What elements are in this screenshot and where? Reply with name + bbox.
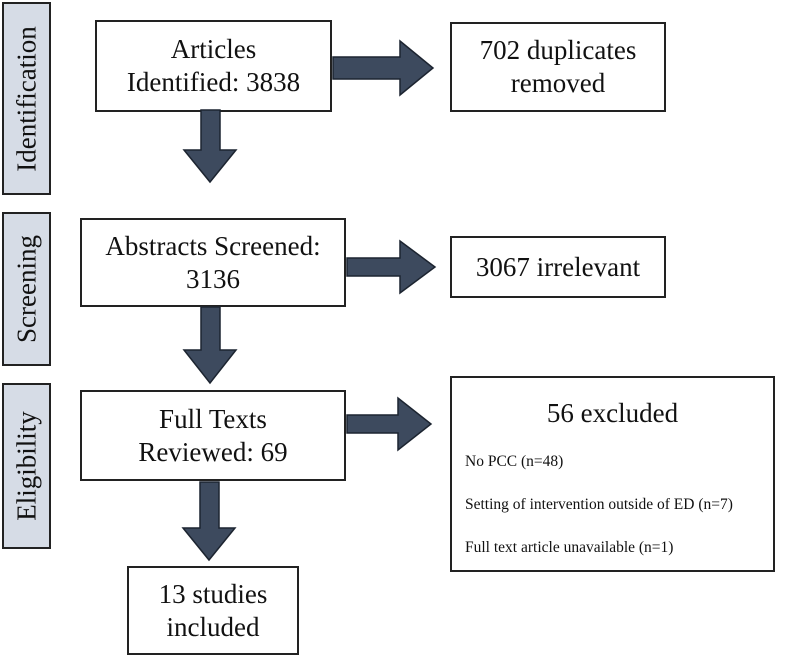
abstracts-screened-text: Abstracts Screened: 3136	[105, 230, 321, 294]
full-texts-reviewed-text: Full Texts Reviewed: 69	[138, 403, 288, 467]
box-full-texts-reviewed: Full Texts Reviewed: 69	[80, 390, 346, 481]
excluded-reason: Full text article unavailable (n=1)	[465, 539, 674, 556]
arrow-identified-to-duplicates	[332, 39, 435, 97]
arrow-identified-to-screened	[182, 109, 238, 184]
box-articles-identified: Articles Identified: 3838	[95, 20, 332, 112]
excluded-reason: No PCC (n=48)	[465, 453, 564, 470]
box-excluded: 56 excluded No PCC (n=48) Setting of int…	[450, 376, 775, 572]
duplicates-removed-text: 702 duplicates removed	[479, 35, 637, 98]
articles-identified-text: Articles Identified: 3838	[126, 34, 301, 97]
irrelevant-text: 3067 irrelevant	[475, 251, 641, 282]
excluded-reason: Setting of intervention outside of ED (n…	[465, 496, 733, 513]
box-irrelevant: 3067 irrelevant	[450, 236, 666, 298]
excluded-title: 56 excluded	[546, 398, 679, 428]
box-abstracts-screened: Abstracts Screened: 3136	[80, 218, 346, 307]
arrow-full-texts-to-excluded	[346, 396, 433, 452]
studies-included-text: 13 studies included	[158, 578, 268, 642]
phase-identification: Identification	[2, 2, 51, 195]
phase-eligibility: Eligibility	[2, 383, 51, 549]
phase-screening: Screening	[2, 212, 51, 366]
arrow-screened-to-irrelevant	[346, 239, 437, 295]
box-studies-included: 13 studies included	[127, 566, 299, 655]
arrow-full-texts-to-included	[181, 481, 237, 562]
box-duplicates-removed: 702 duplicates removed	[450, 22, 666, 112]
arrow-screened-to-full-texts	[182, 306, 238, 385]
